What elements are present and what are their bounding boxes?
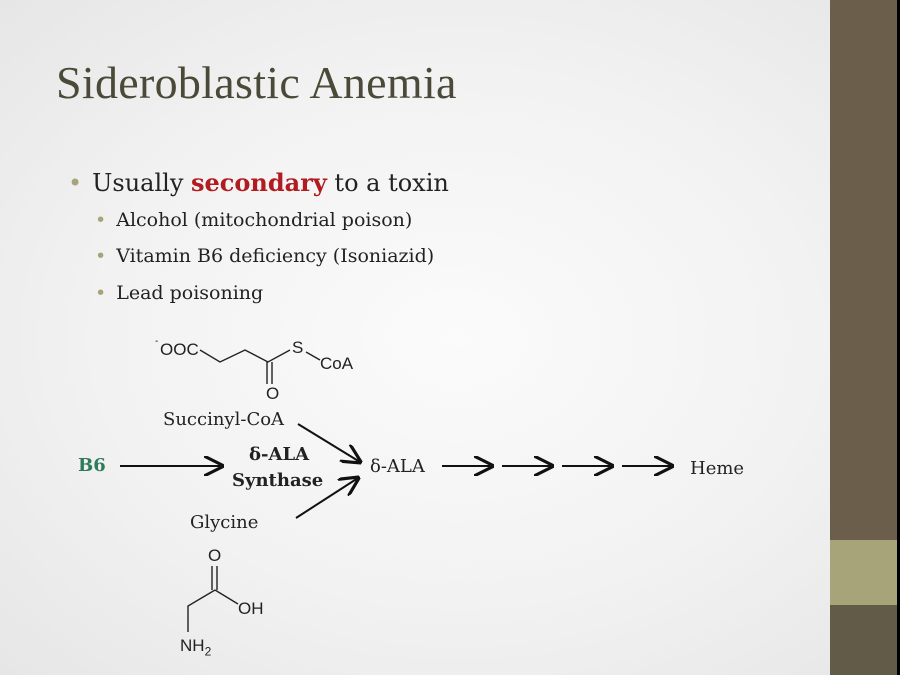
sub-bullet: •Vitamin B6 deficiency (Isoniazid) xyxy=(95,245,435,267)
glycine-bonds xyxy=(187,566,239,632)
sidebar-band xyxy=(830,540,897,605)
succinyl-coa-label: Succinyl-CoA xyxy=(163,409,285,430)
carboxylate-label: OOC xyxy=(160,340,199,359)
glycine-label: Glycine xyxy=(190,512,259,533)
coa-label: CoA xyxy=(320,354,354,373)
arrows xyxy=(120,423,672,519)
delta-ala-label: δ-ALA xyxy=(370,456,425,477)
sidebar-lower xyxy=(830,605,897,675)
succinyl-coa-bonds xyxy=(199,349,321,384)
sub-bullet: •Lead poisoning xyxy=(95,282,264,304)
oxygen-label: O xyxy=(266,384,280,403)
sub-bullet: •Alcohol (mitochondrial poison) xyxy=(95,209,413,231)
amine-label: NH2 xyxy=(180,636,212,659)
charge-label: - xyxy=(155,336,159,347)
b6-label: B6 xyxy=(78,455,106,476)
slide-title: Sideroblastic Anemia xyxy=(56,57,457,108)
oxygen-label: O xyxy=(208,546,222,565)
pathway-diagram xyxy=(120,349,830,632)
hydroxyl-label: OH xyxy=(238,599,264,618)
arrow-glycine xyxy=(295,478,358,519)
main-bullet: •Usually secondary to a toxin xyxy=(68,168,449,197)
enzyme-label-line1: δ-ALA xyxy=(249,444,310,465)
enzyme-label-line2: Synthase xyxy=(232,470,324,491)
sulfur-label: S xyxy=(292,338,304,357)
arrow-succinyl xyxy=(297,423,360,462)
slide xyxy=(0,0,830,675)
heme-label: Heme xyxy=(690,458,745,479)
emphasis-secondary: secondary xyxy=(191,168,327,197)
